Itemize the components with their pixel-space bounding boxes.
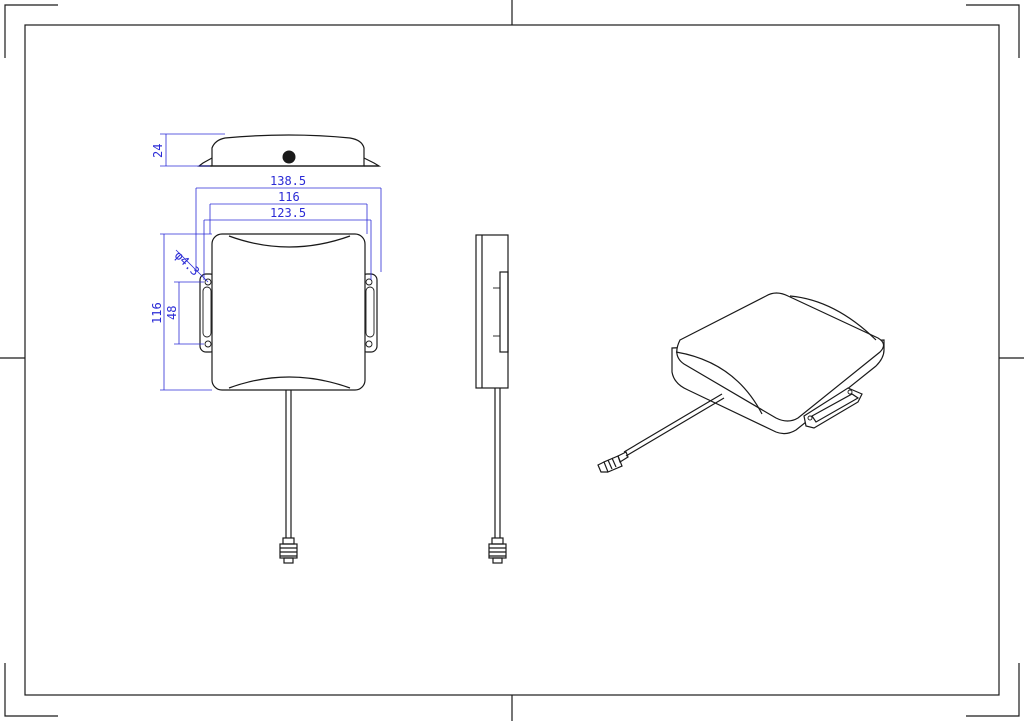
front-view	[199, 233, 378, 564]
top-view-body	[211, 134, 365, 167]
top-view	[197, 134, 382, 167]
isometric-view	[597, 292, 885, 473]
top-view-left-tab	[197, 157, 213, 167]
dim-height: 24	[151, 144, 165, 158]
side-view	[475, 234, 509, 564]
side-view-cable	[488, 388, 507, 564]
dim-body-width: 116	[278, 190, 300, 204]
corner-marks	[4, 4, 1020, 717]
side-view-body	[475, 234, 509, 389]
connector-port-icon	[282, 150, 296, 164]
iso-cable	[597, 393, 725, 473]
dim-hole-diameter: φ4.3	[172, 248, 202, 278]
iso-mount-tab	[803, 387, 863, 429]
dim-slot-length: 48	[165, 306, 179, 320]
front-view-top-curve	[228, 235, 351, 248]
top-view-right-tab	[363, 157, 382, 167]
dim-body-height: 116	[150, 302, 164, 324]
iso-top-face	[676, 292, 885, 422]
front-view-body	[211, 233, 366, 391]
dim-overall-width: 138.5	[270, 174, 306, 188]
front-view-bottom-curve	[228, 376, 351, 389]
dim-hole-spacing: 123.5	[270, 206, 306, 220]
front-view-cable	[279, 390, 298, 564]
